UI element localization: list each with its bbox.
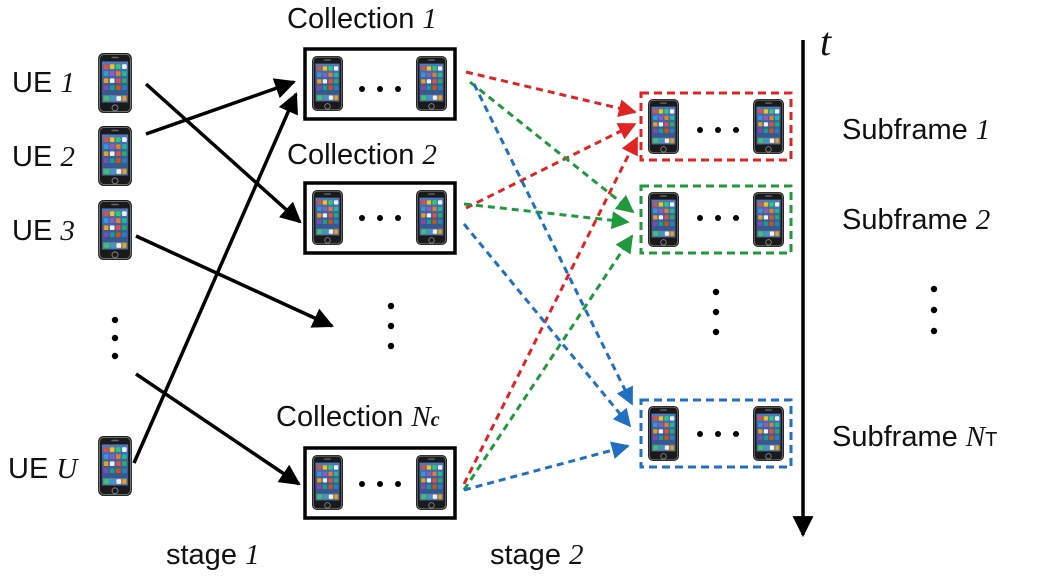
collection-2-label: Collection 2: [287, 139, 437, 171]
stage-2-blue-arrows: [462, 83, 634, 492]
ue-1-phone-icon: [98, 53, 132, 113]
arrow-ue-ellipsis-to-collectionNc: [135, 372, 301, 486]
collection-nc-label: Collection Nc: [276, 401, 440, 433]
subframe-ellipsis: [712, 288, 720, 336]
arrow-ue3-to-collection-ellipsis: [135, 234, 334, 328]
ue-u-phone-icon: [98, 436, 132, 496]
subframe-label-ellipsis: [930, 285, 938, 335]
stage-2-green-arrows: [462, 80, 635, 491]
subframe-nt-box: [639, 398, 793, 469]
ue-2-phone-icon: [98, 126, 132, 186]
collection-2-box: [303, 181, 457, 255]
stage-2-red-arrows: [462, 70, 639, 485]
ue-2-label: UE 2: [12, 141, 75, 173]
arrow-ue2-to-collection1: [145, 78, 296, 136]
collection-1-box: [303, 47, 457, 121]
stage-1-label: stage 1: [166, 539, 260, 571]
ue-u-label: UE U: [8, 453, 78, 485]
collection-nc-box: [303, 446, 457, 520]
stage-1-arrows: [132, 78, 334, 486]
time-axis-label: t: [820, 19, 832, 64]
subframe-1-box: [639, 91, 793, 162]
arrow-ueU-to-collection1: [132, 92, 299, 464]
ue-1-label: UE 1: [12, 67, 75, 99]
subframe-nt-label: Subframe NT: [832, 421, 998, 453]
collection-1-label: Collection 1: [287, 3, 437, 35]
ue-ellipsis: [111, 316, 119, 360]
subframe-1-label: Subframe 1: [842, 114, 991, 146]
subframe-2-label: Subframe 2: [842, 204, 991, 236]
subframe-2-box: [639, 184, 793, 255]
arrow-ue1-to-collection2: [144, 82, 302, 224]
ue-3-phone-icon: [98, 200, 132, 260]
stage-2-label: stage 2: [490, 539, 584, 571]
collection-ellipsis: [387, 302, 395, 350]
ue-3-label: UE 3: [12, 215, 75, 247]
